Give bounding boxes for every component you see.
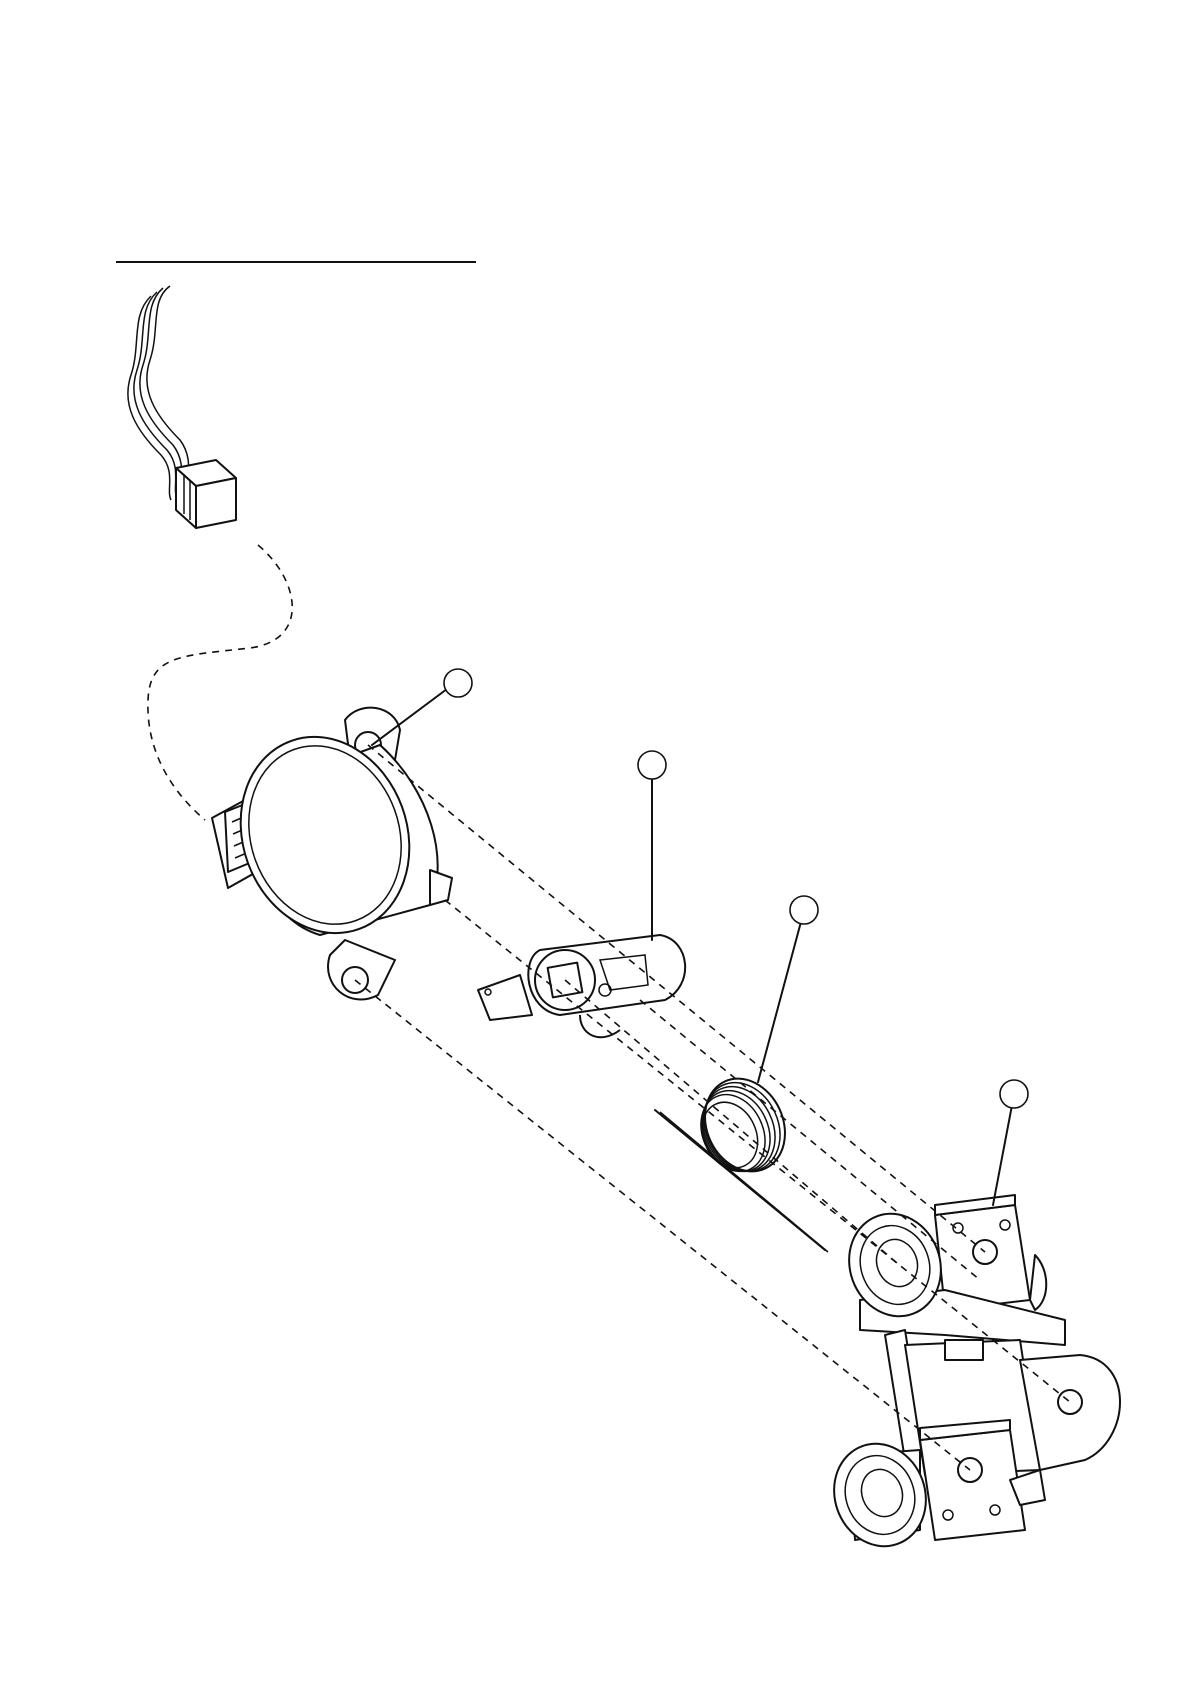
torsion-spring: [655, 1065, 828, 1252]
callout-1: [372, 669, 472, 745]
callout-balloon-3: [790, 896, 818, 924]
callout-balloon-1: [444, 669, 472, 697]
callout-3: [758, 896, 818, 1082]
callout-balloon-4: [1000, 1080, 1028, 1108]
lever-arm: [478, 935, 685, 1037]
callout-4: [993, 1080, 1028, 1205]
motor-front-face: [214, 713, 437, 957]
harness-connector: [176, 460, 236, 528]
bracket-frame: [820, 1195, 1120, 1559]
callout-balloon-2: [638, 751, 666, 779]
stepper-motor: [212, 708, 452, 1000]
callout-2: [638, 751, 666, 940]
wire-harness: [128, 286, 236, 528]
bracket-flange-hole: [1058, 1390, 1082, 1414]
